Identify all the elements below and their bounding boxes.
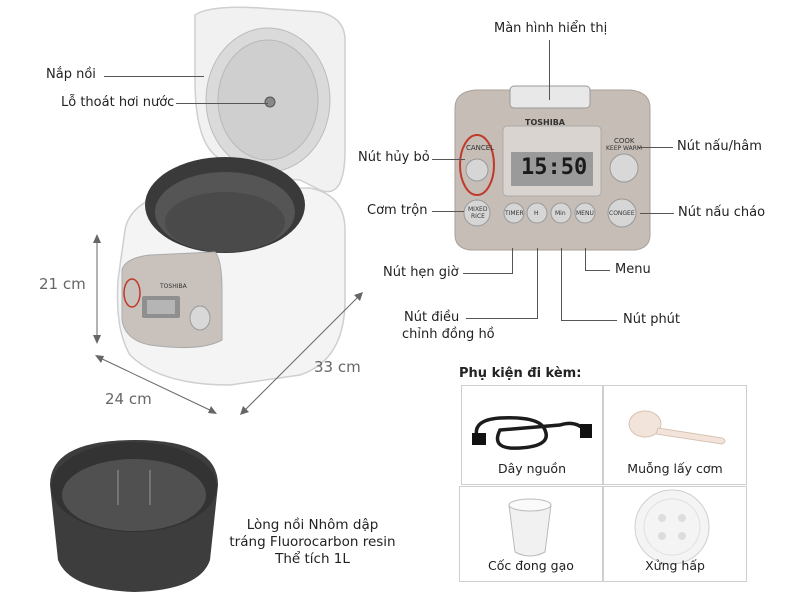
dimension-depth: 33 cm (314, 358, 361, 376)
panel-cook-text: COOK (614, 137, 635, 145)
label-display: Màn hình hiển thị (494, 21, 608, 36)
width-dimension-line (97, 356, 215, 413)
leader-menu-v (585, 248, 586, 271)
accessories-title: Phụ kiện đi kèm: (459, 366, 582, 381)
leader-display (549, 40, 550, 100)
leader-menu-h (585, 270, 610, 271)
leader-timer-v (512, 248, 513, 274)
panel-rice-text: RICE (471, 213, 485, 220)
leader-mixed-rice (432, 211, 464, 212)
dimension-height: 21 cm (39, 275, 86, 293)
label-cook-keep-warm: Nút nấu/hâm (677, 139, 762, 154)
inner-pot-line2: tráng Fluorocarbon resin (229, 534, 396, 550)
panel-cancel-text: CANCEL (466, 144, 495, 152)
leader-clock-v (537, 248, 538, 319)
panel-keep-warm-text: KEEP WARM (606, 145, 643, 152)
accessory-label: Dây nguồn (497, 461, 566, 476)
accessory-measuring-cup: Cốc đong gạo (459, 486, 603, 582)
inner-pot-line1: Lòng nồi Nhôm dập (246, 517, 379, 533)
label-lid: Nắp nồi (46, 67, 96, 82)
leader-cook (638, 147, 673, 148)
dimension-width: 24 cm (105, 390, 152, 408)
measuring-cup-icon (508, 504, 552, 557)
accessory-power-cord: Dây nguồn (461, 385, 603, 485)
accessory-rice-paddle: Muỗng lấy cơm (603, 385, 747, 485)
front-brand: TOSHIBA (159, 283, 188, 290)
label-timer-button: Nút hẹn giờ (383, 265, 459, 280)
label-steam-vent: Lỗ thoát hơi nước (61, 95, 175, 110)
label-menu: Menu (615, 262, 651, 277)
leader-lid (104, 76, 204, 77)
label-congee-button: Nút nấu cháo (678, 205, 766, 220)
inner-pot-line3: Thể tích 1L (275, 551, 350, 567)
panel-timer-text: TIMER (505, 210, 524, 217)
label-clock-adjust-line2: chỉnh đồng hồ (402, 327, 495, 342)
steamer-tray-icon (634, 489, 710, 565)
lcd-display (511, 152, 593, 186)
lcd-time: 15:50 (521, 155, 588, 180)
accessory-label: Cốc đong gạo (488, 558, 574, 573)
inner-pot-description: Lòng nồi Nhôm dập tráng Fluorocarbon res… (210, 517, 415, 568)
panel-menu-text: MENU (576, 210, 594, 217)
leader-steam-vent (176, 103, 268, 104)
accessory-label: Xửng hấp (645, 558, 705, 573)
panel-congee-text: CONGEE (609, 210, 635, 217)
label-minute-button: Nút phút (623, 312, 681, 327)
rice-paddle-icon (628, 410, 662, 438)
label-cancel-button: Nút hủy bỏ (358, 150, 430, 165)
leader-cancel (432, 159, 465, 160)
accessory-steamer-tray: Xửng hấp (603, 486, 747, 582)
accessory-label: Muỗng lấy cơm (627, 461, 723, 476)
lid-handle (509, 85, 591, 109)
label-clock-adjust-line1: Nút điều (404, 310, 460, 325)
leader-congee (640, 213, 674, 214)
panel-mixed-text: MIXED (468, 206, 488, 213)
power-cord-icon (474, 416, 587, 450)
steam-vent-icon (264, 96, 276, 108)
cancel-button-ring (459, 134, 495, 196)
label-mixed-rice: Cơm trộn (367, 203, 428, 218)
leader-minute-v (561, 248, 562, 321)
leader-minute-h (561, 320, 617, 321)
leader-clock-h (466, 318, 537, 319)
panel-brand: TOSHIBA (525, 118, 565, 127)
panel-min-text: Min (555, 210, 566, 217)
leader-timer-h (463, 273, 512, 274)
panel-hour-text: H (534, 210, 539, 217)
depth-dimension-line (242, 294, 361, 413)
